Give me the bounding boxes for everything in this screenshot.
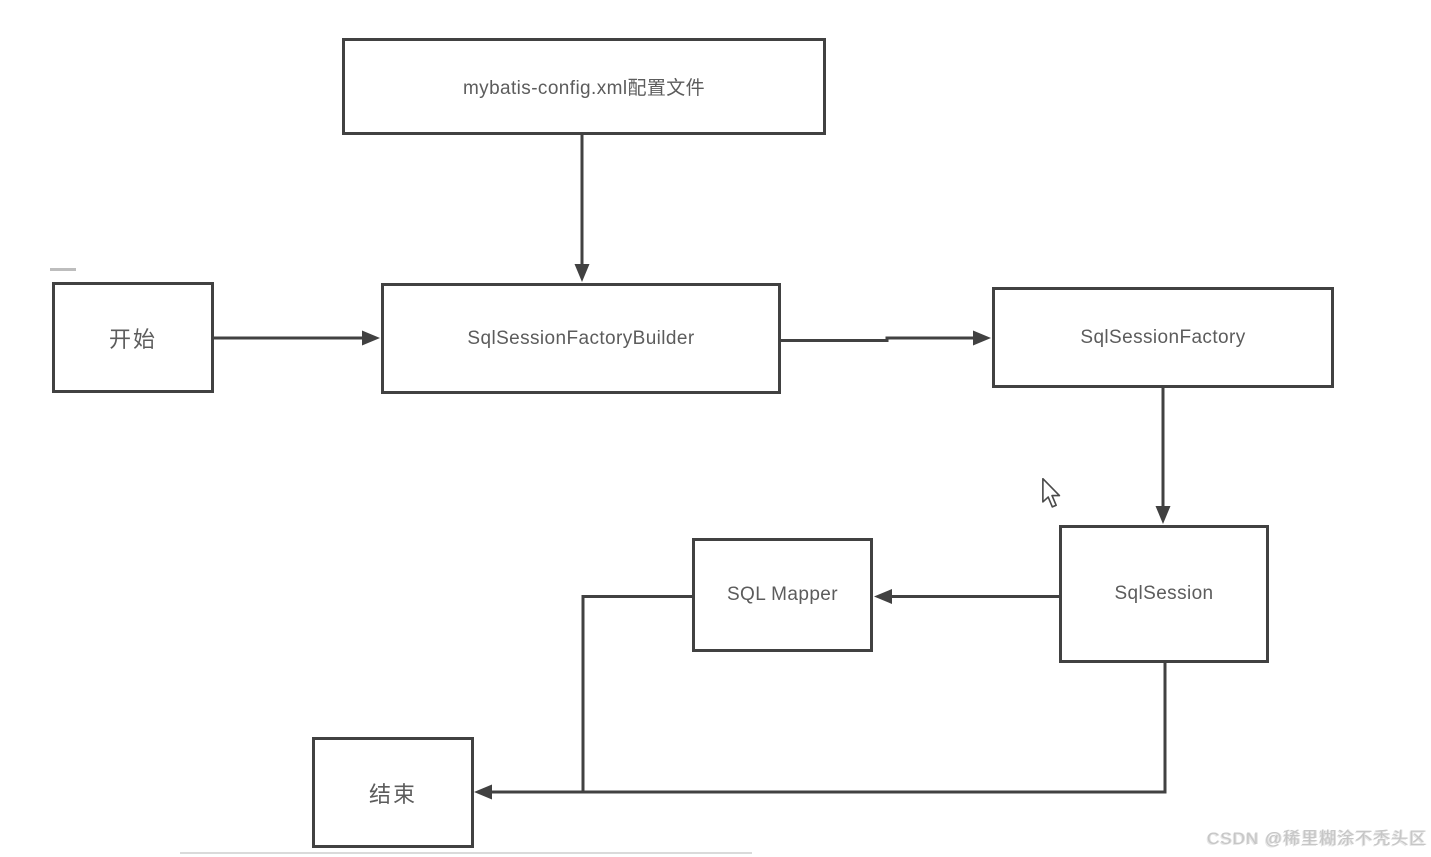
node-start: 开始	[52, 282, 214, 393]
node-label: SqlSession	[1114, 583, 1214, 604]
node-sqlsession: SqlSession	[1059, 525, 1269, 663]
node-label: 开始	[108, 326, 157, 352]
node-label: SQL Mapper	[726, 584, 838, 605]
edge-builder-to-factory	[781, 330, 991, 346]
edge-session-to-mapper	[874, 589, 1059, 604]
watermark: CSDN @稀里糊涂不秃头区	[1206, 829, 1427, 848]
node-label: 结束	[368, 781, 417, 807]
edge-config-to-builder	[574, 135, 590, 282]
node-label: mybatis-config.xml配置文件	[462, 78, 706, 99]
arrowhead-down-icon	[1155, 506, 1171, 524]
edge-start-to-builder	[214, 330, 380, 346]
artifact-dash	[50, 268, 76, 271]
node-sql-mapper: SQL Mapper	[692, 538, 873, 652]
node-end: 结束	[312, 737, 474, 848]
node-sqlsessionfactorybuilder: SqlSessionFactoryBuilder	[381, 283, 781, 394]
edge-session-to-end	[474, 663, 1167, 800]
arrowhead-right-icon	[973, 330, 991, 346]
node-label: SqlSessionFactoryBuilder	[467, 327, 695, 349]
node-mybatis-config: mybatis-config.xml配置文件	[342, 38, 826, 135]
edge-mapper-to-end	[581, 595, 692, 792]
arrowhead-left-icon	[874, 589, 892, 604]
edge-factory-to-session	[1155, 388, 1171, 524]
node-sqlsessionfactory: SqlSessionFactory	[992, 287, 1334, 388]
mouse-pointer-icon	[1042, 478, 1061, 508]
arrowhead-right-icon	[362, 330, 380, 346]
arrowhead-left-icon	[474, 784, 492, 800]
page-bottom-divider	[180, 852, 752, 854]
node-label: SqlSessionFactory	[1080, 326, 1246, 348]
arrowhead-down-icon	[574, 264, 590, 282]
